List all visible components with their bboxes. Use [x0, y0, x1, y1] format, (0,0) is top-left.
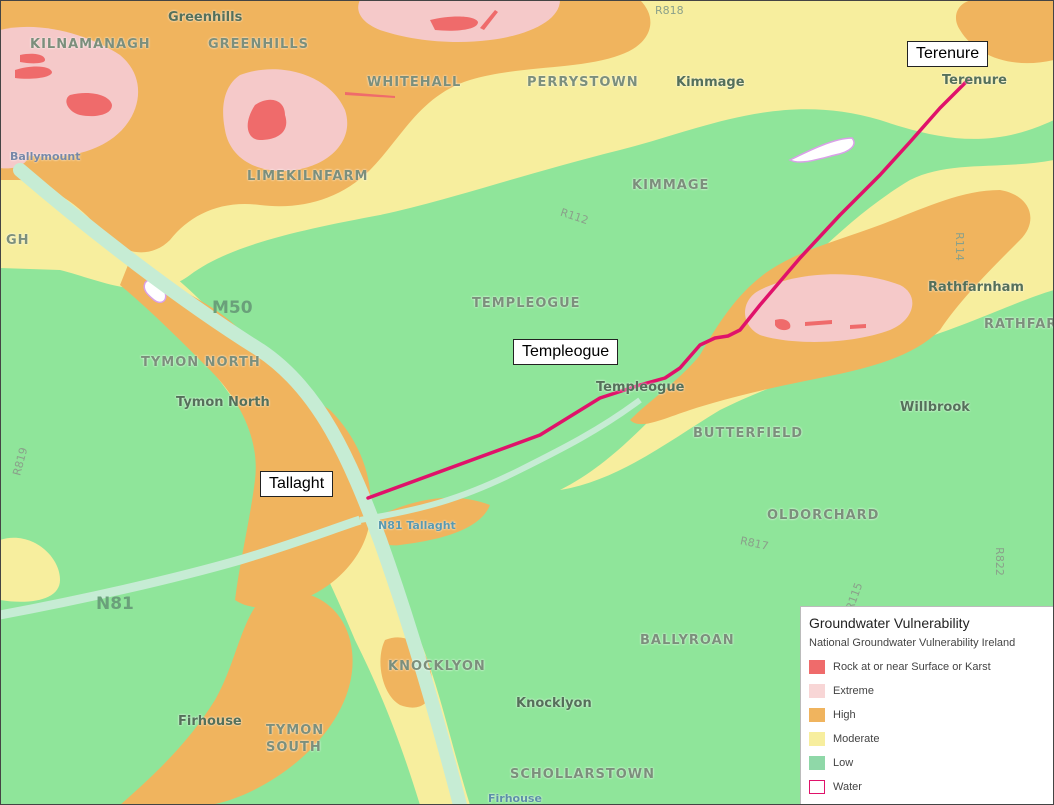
legend-row-rock: Rock at or near Surface or Karst [809, 655, 1045, 679]
label-kilnamanagh: KILNAMANAGH [30, 37, 151, 52]
label-m50: M50 [212, 298, 253, 318]
legend-label-water: Water [833, 781, 862, 793]
route-line [366, 78, 970, 500]
water-reservoir [788, 137, 855, 163]
moderate-zone-corridor [40, 190, 470, 805]
legend-row-extreme: Extreme [809, 679, 1045, 703]
label-r818: R818 [655, 4, 684, 17]
label-kimmage: KIMMAGE [632, 178, 710, 193]
legend-subtitle: National Groundwater Vulnerability Irela… [809, 637, 1016, 649]
high-zone-firhouse [120, 592, 353, 805]
label-whitehall: WHITEHALL [367, 75, 462, 90]
label-r114: R114 [952, 232, 966, 261]
rock-spot-7 [345, 92, 395, 98]
label-rathfar: RATHFAR [984, 317, 1054, 332]
legend-swatch-water [809, 780, 825, 794]
label-firhouse-town: Firhouse [178, 714, 242, 729]
legend-label-moderate: Moderate [833, 733, 880, 745]
label-perrystown: PERRYSTOWN [527, 75, 639, 90]
label-greenhills-top: Greenhills [168, 10, 243, 25]
rock-spot-2 [15, 66, 52, 79]
extreme-zone-ballymount [0, 128, 30, 169]
label-templeogue-town: Templeogue [596, 380, 685, 395]
legend-row-high: High [809, 703, 1045, 727]
label-kimmage-town: Kimmage [676, 75, 745, 90]
legend-label-rock: Rock at or near Surface or Karst [833, 661, 991, 673]
legend-swatch-extreme [809, 684, 825, 698]
rock-spot-6 [480, 10, 498, 30]
label-schollarstown: SCHOLLARSTOWN [510, 767, 655, 782]
label-tymon-south: TYMON SOUTH [266, 723, 325, 755]
label-terenure-town: Terenure [942, 73, 1007, 88]
rock-spot-8 [775, 319, 791, 331]
rock-spot-1 [66, 93, 112, 117]
n81-road [0, 515, 362, 620]
legend-label-extreme: Extreme [833, 685, 874, 697]
legend-swatch-moderate [809, 732, 825, 746]
moderate-zone-southwest [0, 537, 60, 602]
rock-spot-5 [430, 16, 478, 31]
label-rathfarnham-town: Rathfarnham [928, 280, 1024, 295]
m50-motorway [13, 163, 467, 805]
rock-spot-3 [20, 53, 45, 64]
high-zone-terenure [999, 0, 1054, 46]
label-oldorchard: OLDORCHARD [767, 508, 880, 523]
map-legend: Groundwater Vulnerability National Groun… [800, 606, 1054, 805]
legend-row-water: Water [809, 775, 1045, 799]
label-ballymount: Ballymount [10, 150, 81, 163]
label-knocklyon: KNOCKLYON [388, 659, 486, 674]
label-willbrook: Willbrook [900, 400, 970, 415]
legend-swatch-rock [809, 660, 825, 674]
legend-row-moderate: Moderate [809, 727, 1045, 751]
label-r822: R822 [992, 547, 1006, 576]
legend-swatch-high [809, 708, 825, 722]
legend-title: Groundwater Vulnerability [809, 615, 970, 631]
rock-spot-9 [805, 320, 832, 326]
label-templeogue: TEMPLEOGUE [472, 296, 581, 311]
label-ballyroan: BALLYROAN [640, 633, 735, 648]
legend-swatch-low [809, 756, 825, 770]
label-n81: N81 [96, 594, 134, 614]
high-zone-tallaght [120, 260, 371, 608]
label-tymon-north-town: Tymon North [176, 395, 270, 410]
callout-tallaght: Tallaght [260, 471, 334, 497]
rock-spot-10 [850, 324, 866, 329]
callout-templeogue: Templeogue [513, 339, 619, 365]
legend-label-high: High [833, 709, 856, 721]
label-firhouse-bottom: Firhouse [488, 792, 542, 805]
label-limekilnfarm: LIMEKILNFARM [247, 169, 369, 184]
label-butterfield: BUTTERFIELD [693, 426, 804, 441]
label-n81-tallaght: N81 Tallaght [378, 519, 456, 532]
legend-row-low: Low [809, 751, 1045, 775]
callout-terenure: Terenure [907, 41, 989, 67]
legend-label-low: Low [833, 757, 854, 769]
label-knocklyon-town: Knocklyon [516, 696, 592, 711]
n81-tallaght-road [359, 397, 642, 523]
label-greenhills: GREENHILLS [208, 37, 309, 52]
rock-spot-4 [247, 99, 287, 140]
label-gh: GH [6, 233, 30, 248]
label-tymon-north: TYMON NORTH [141, 355, 261, 370]
